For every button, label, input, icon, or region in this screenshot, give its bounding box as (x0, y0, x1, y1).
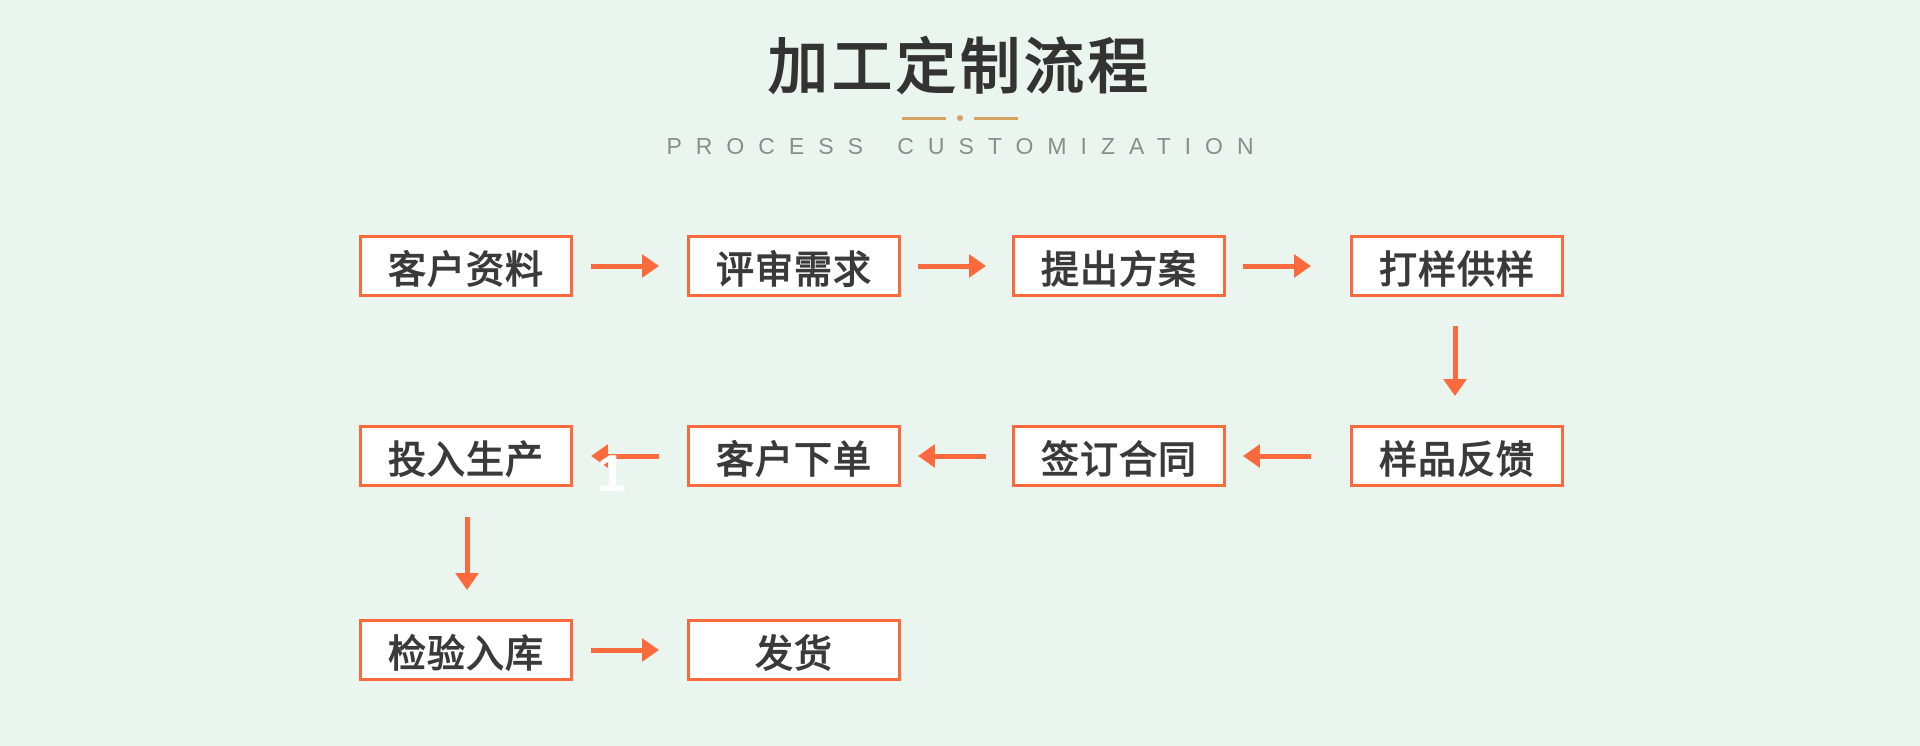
flow-node-customer-info: 客户资料 (359, 235, 573, 297)
arrow-right-icon (1243, 254, 1311, 278)
arrow-head (455, 573, 479, 590)
arrow-shaft (464, 517, 470, 575)
flow-node-customer-order: 客户下单 (687, 425, 901, 487)
header: 加工定制流程 PROCESS CUSTOMIZATION (0, 38, 1920, 160)
arrow-shaft (591, 647, 644, 653)
watermark-digit: 1 (597, 445, 626, 503)
arrow-head (1243, 444, 1260, 468)
flow-node-shipping: 发货 (687, 619, 901, 681)
arrow-right-icon (918, 254, 986, 278)
flow-node-propose-plan: 提出方案 (1012, 235, 1226, 297)
arrow-head (1294, 254, 1311, 278)
flow-node-sign-contract: 签订合同 (1012, 425, 1226, 487)
page-title: 加工定制流程 (768, 34, 1152, 101)
arrow-head (591, 444, 608, 468)
arrow-shaft (1243, 263, 1296, 269)
arrow-shaft (1258, 453, 1311, 459)
divider-line-left (902, 116, 946, 120)
arrow-down-icon (1443, 326, 1467, 396)
flow-node-sample-feedback: 样品反馈 (1350, 425, 1564, 487)
flow-node-review-requirements: 评审需求 (687, 235, 901, 297)
arrow-head (1443, 379, 1467, 396)
flow-node-sampling: 打样供样 (1350, 235, 1564, 297)
arrow-shaft (933, 453, 986, 459)
arrow-head (642, 638, 659, 662)
flow-node-start-production: 投入生产 (359, 425, 573, 487)
arrow-head (918, 444, 935, 468)
arrow-left-icon (918, 444, 986, 468)
arrow-head (642, 254, 659, 278)
arrow-down-icon (455, 517, 479, 590)
arrow-shaft (591, 263, 644, 269)
arrow-left-icon (1243, 444, 1311, 468)
divider-dot-icon (957, 115, 963, 121)
arrow-right-icon (591, 638, 659, 662)
divider-line-right (974, 116, 1018, 120)
arrow-shaft (918, 263, 971, 269)
arrow-head (969, 254, 986, 278)
page-subtitle: PROCESS CUSTOMIZATION (666, 133, 1268, 159)
arrow-right-icon (591, 254, 659, 278)
title-divider (0, 115, 1920, 121)
arrow-left-icon (591, 444, 659, 468)
flow-node-inspection-storage: 检验入库 (359, 619, 573, 681)
arrow-shaft (606, 453, 659, 459)
arrow-shaft (1452, 326, 1458, 381)
